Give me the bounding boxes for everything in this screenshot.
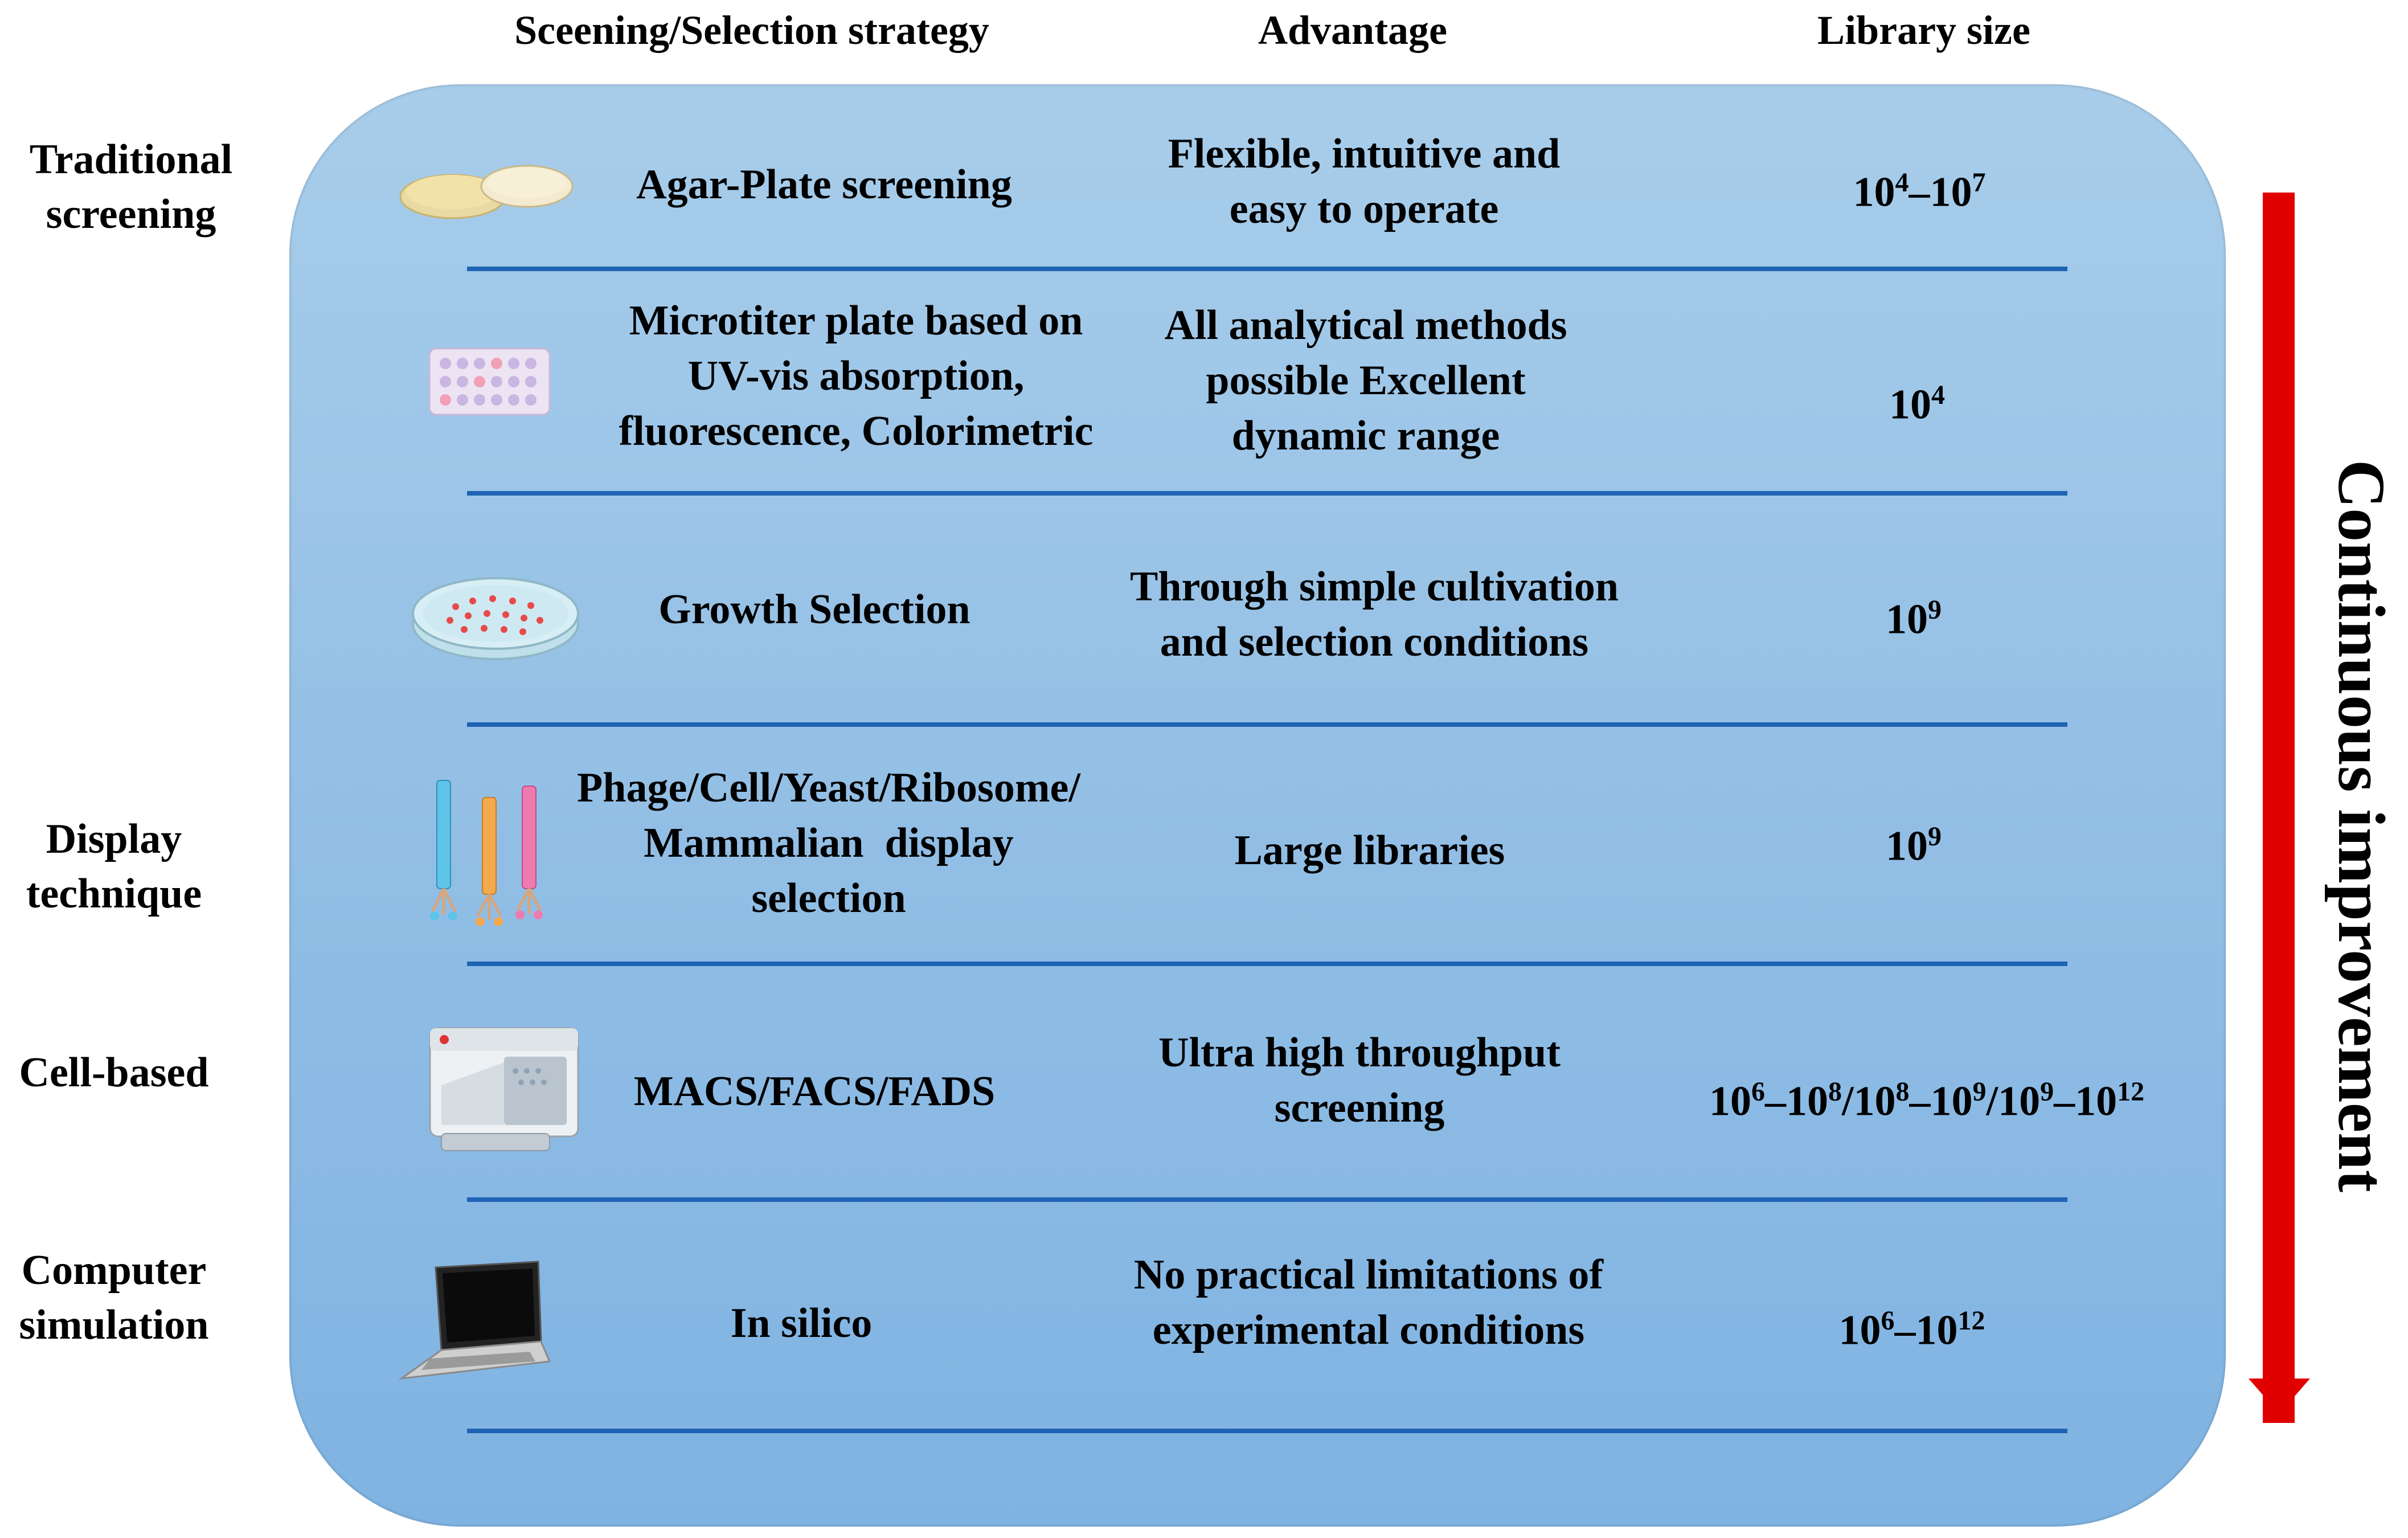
laptop-icon (396, 1256, 555, 1390)
strategy-cell: Phage/Cell/Yeast/Ribosome/Mammalian disp… (577, 764, 1080, 922)
improvement-arrow (2263, 193, 2295, 1423)
library-size-cell: 104 (1889, 380, 1945, 428)
microtiter-plate-icon (428, 347, 551, 419)
row-divider (467, 1429, 2067, 1433)
library-size-cell: 104–107 (1853, 167, 1986, 216)
library-size-cell: 109 (1886, 821, 1942, 870)
display-molecules-icon (424, 775, 555, 931)
header-library-size: Library size (1817, 7, 2030, 53)
flow-cytometer-icon (419, 1017, 589, 1162)
library-size-cell: 109 (1886, 595, 1942, 643)
header-advantage: Advantage (1258, 7, 1448, 53)
strategy-cell: Growth Selection (658, 586, 970, 633)
row-divider (467, 267, 2067, 271)
header-strategy: Sceening/Selection strategy (514, 7, 989, 53)
category-cell-based: Cell-based (19, 1049, 209, 1096)
strategy-cell: Agar-Plate screening (636, 161, 1012, 208)
strategy-cell: In silico (730, 1300, 873, 1347)
row-divider (467, 722, 2067, 727)
row-divider (467, 962, 2067, 966)
continuous-improvement-label: Continuous improvement (2324, 459, 2399, 1193)
strategy-cell: MACS/FACS/FADS (633, 1068, 996, 1115)
library-size-cell: 106–1012 (1838, 1306, 1985, 1354)
row-divider (467, 1197, 2067, 1202)
table-panel (289, 84, 2226, 1527)
arrow-head-icon (2249, 1379, 2310, 1414)
library-size-cell: 106–108/108–109/109–1012 (1709, 1077, 2145, 1125)
growth-dish-icon (410, 561, 581, 666)
advantage-cell: Large libraries (1234, 827, 1505, 874)
row-divider (467, 491, 2067, 496)
petri-dish-icon (399, 157, 575, 228)
